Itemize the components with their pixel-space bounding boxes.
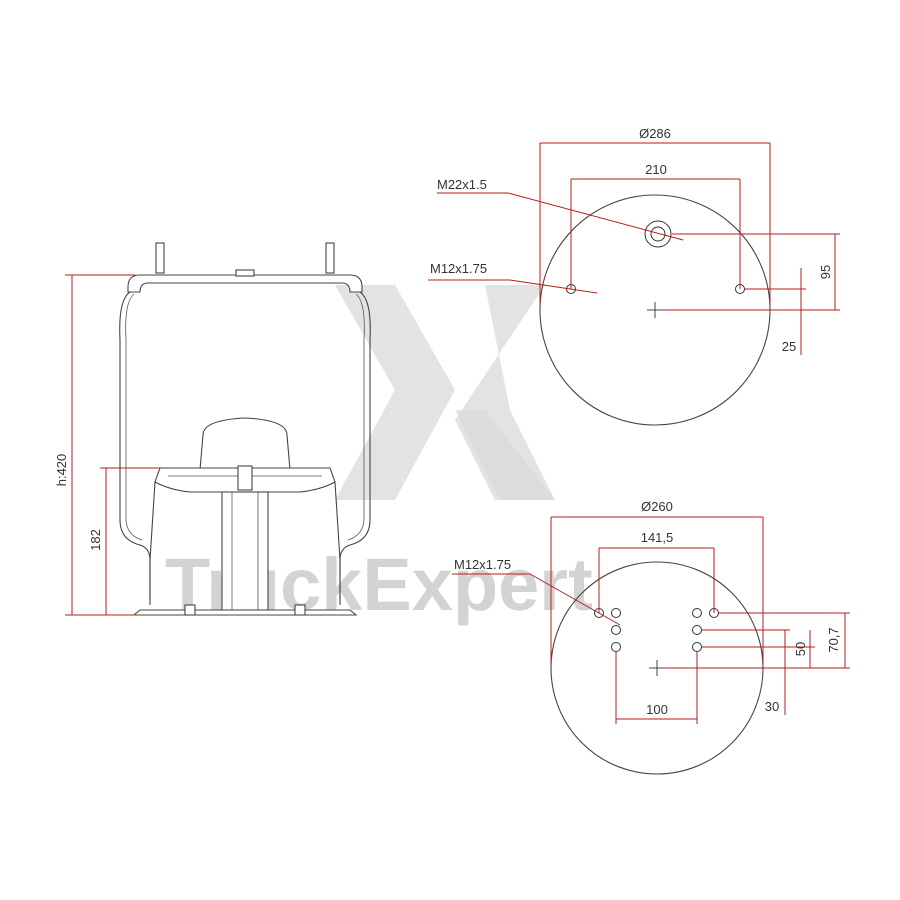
bottom-thread-label: M12x1.75 <box>454 557 511 572</box>
bottom-hole-8 <box>692 642 702 652</box>
bottom-hole-2 <box>611 608 621 618</box>
bump-stop <box>199 417 291 471</box>
watermark-x-lower <box>455 410 555 500</box>
lower-height-label: 182 <box>88 529 103 551</box>
side-view-dimensions: h:420 182 <box>54 274 160 616</box>
bottom-diameter-label: Ø260 <box>641 499 673 514</box>
offset-25-label: 25 <box>782 339 796 354</box>
offset-50-label: 50 <box>793 642 808 656</box>
bottom-span-label: 141,5 <box>641 530 674 545</box>
offset-707-label: 70,7 <box>826 627 841 652</box>
center-bolt <box>237 465 253 491</box>
bottom-hole-7 <box>692 625 702 635</box>
bottom-plate-dimensions: Ø260 141,5 M12x1.75 100 30 50 70,7 <box>452 499 850 724</box>
piston-column <box>221 491 269 611</box>
side-view <box>119 242 371 616</box>
piston-base <box>132 609 358 616</box>
piston-body <box>149 481 341 605</box>
thread-side-label: M12x1.75 <box>430 261 487 276</box>
thread-center-label: M22x1.5 <box>437 177 487 192</box>
bellows-outline-right <box>339 291 371 600</box>
top-span-label: 210 <box>645 162 667 177</box>
top-stud-left <box>155 242 165 274</box>
bottom-hole-4 <box>611 642 621 652</box>
center-stud-hole <box>650 226 666 242</box>
watermark-x-left-arm <box>335 285 455 500</box>
top-diameter-label: Ø286 <box>639 126 671 141</box>
bottom-hole-5 <box>692 608 702 618</box>
height-label: h:420 <box>54 454 69 487</box>
offset-30-label: 30 <box>765 699 779 714</box>
top-bead-plate <box>127 274 363 293</box>
offset-95-label: 95 <box>818 265 833 279</box>
top-plate-dimensions: Ø286 210 M22x1.5 M12x1.75 95 25 <box>428 126 840 355</box>
bellows-outline <box>119 291 151 600</box>
top-stud-right <box>325 242 335 274</box>
top-plate-boss <box>235 269 255 277</box>
span-100-label: 100 <box>646 702 668 717</box>
top-plate-view <box>539 194 771 426</box>
bottom-hole-3 <box>611 625 621 635</box>
